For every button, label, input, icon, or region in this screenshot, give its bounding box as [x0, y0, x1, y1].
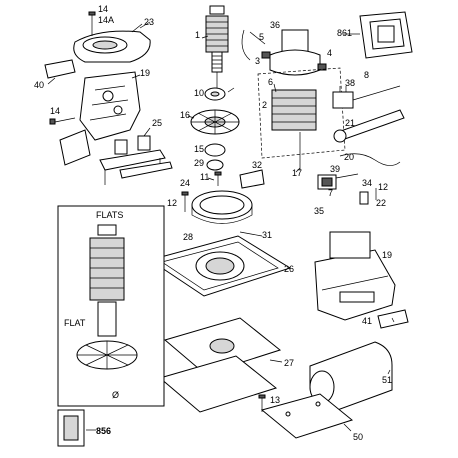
bearing-plate-24 — [191, 190, 253, 224]
label-25: 25 — [152, 118, 162, 128]
label-19-lower: 19 — [382, 250, 392, 260]
label-31: 31 — [262, 230, 272, 240]
label-8: 8 — [364, 70, 369, 80]
washer-29 — [206, 159, 224, 171]
label-24: 24 — [180, 178, 190, 188]
screw-14 — [88, 11, 96, 36]
label-5: 5 — [259, 32, 264, 42]
pad-27 — [158, 317, 282, 413]
leader-lines — [86, 23, 395, 432]
label-17: 17 — [292, 168, 302, 178]
label-35: 35 — [314, 206, 324, 216]
label-26: 26 — [284, 264, 294, 274]
label-tag-40 — [44, 59, 76, 85]
label-29: 29 — [194, 158, 204, 168]
top-cover-23 — [73, 21, 151, 63]
armature-1 — [205, 5, 229, 88]
screw-14-left — [49, 117, 76, 125]
label-36: 36 — [270, 20, 280, 30]
screw-11 — [214, 171, 222, 186]
label-20: 20 — [344, 152, 354, 162]
label-50: 50 — [353, 432, 363, 442]
label-41: 41 — [362, 316, 372, 326]
label-flat: FLAT — [64, 318, 86, 328]
inset-armature-detail — [57, 205, 165, 407]
label-22: 22 — [376, 198, 386, 208]
label-38: 38 — [345, 78, 355, 88]
carry-case-861 — [359, 11, 413, 59]
label-6: 6 — [268, 77, 273, 87]
label-27: 27 — [284, 358, 294, 368]
label-12-right: 12 — [378, 182, 388, 192]
switch-bracket-25 — [99, 135, 173, 185]
field-2 — [257, 67, 346, 170]
label-flats: FLATS — [96, 210, 123, 220]
label-32: 32 — [252, 160, 262, 170]
label-21: 21 — [345, 118, 355, 128]
label-13: 13 — [270, 395, 280, 405]
label-theta: Ø — [112, 390, 119, 400]
cord-protector-21 — [333, 109, 405, 143]
housing-19 — [314, 231, 396, 321]
screw-13 — [258, 394, 266, 412]
label-15: 15 — [194, 144, 204, 154]
label-14a: 14A — [98, 15, 114, 25]
label-861: 861 — [337, 28, 352, 38]
label-39: 39 — [330, 164, 340, 174]
platen-assembly-26 — [148, 231, 292, 297]
label-14-left: 14 — [50, 106, 60, 116]
fan-16 — [190, 109, 240, 135]
label-51: 51 — [382, 375, 392, 385]
label-11: 11 — [200, 172, 209, 182]
label-2: 2 — [262, 100, 267, 110]
screw-12-left — [181, 191, 189, 212]
label-41 — [377, 309, 409, 329]
label-16: 16 — [180, 110, 190, 120]
nameplate-856 — [57, 409, 85, 447]
label-12-left: 12 — [167, 198, 177, 208]
brush-holder-assembly — [241, 29, 327, 76]
label-3: 3 — [255, 56, 260, 66]
bearing-15 — [204, 143, 226, 157]
label-7: 7 — [328, 188, 333, 198]
pad-32 — [239, 169, 265, 189]
plate-50 — [260, 393, 354, 439]
wire-20 — [339, 153, 401, 166]
label-4: 4 — [327, 48, 332, 58]
label-34: 34 — [362, 178, 372, 188]
label-1: 1 — [195, 30, 200, 40]
label-856: 856 — [96, 426, 111, 436]
label-10: 10 — [194, 88, 204, 98]
housing-half-19 — [59, 71, 141, 166]
label-14-top: 14 — [98, 4, 108, 14]
label-28: 28 — [183, 232, 193, 242]
switch-assembly — [317, 173, 377, 205]
cord-plug-38 — [332, 85, 401, 109]
bearing-10 — [204, 87, 226, 101]
label-23: 23 — [144, 17, 154, 27]
label-40: 40 — [34, 80, 44, 90]
label-19-upper: 19 — [140, 68, 150, 78]
